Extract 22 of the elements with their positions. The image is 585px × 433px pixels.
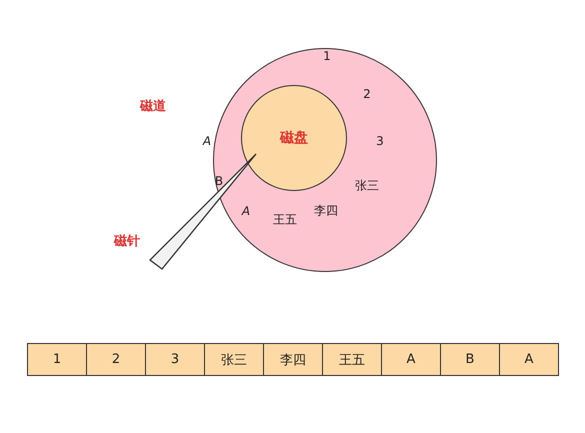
data-letter: A (242, 204, 250, 218)
name-text: 张三 (355, 178, 379, 194)
name-text: 王五 (273, 212, 297, 228)
disk-platter: 磁盘 (241, 85, 347, 191)
data-cell: A (381, 343, 441, 376)
needle-label: 磁针 (114, 233, 140, 250)
track-label: 磁道 (140, 98, 166, 115)
data-cell: B (440, 343, 500, 376)
data-letter: B (214, 174, 224, 188)
track-number: 2 (363, 87, 371, 101)
name-text: 李四 (314, 202, 338, 220)
data-cell: 李四 (263, 343, 323, 376)
data-letter: A (202, 134, 212, 148)
data-cell: A (499, 343, 559, 376)
data-cell: 2 (86, 343, 146, 376)
data-cell: 1 (27, 343, 87, 376)
data-cell: 王五 (322, 343, 382, 376)
track-number: 3 (376, 134, 384, 148)
needle-pointer (148, 152, 258, 272)
track-number: 1 (323, 49, 331, 63)
data-cell: 3 (145, 343, 205, 376)
data-cell: 张三 (204, 343, 264, 376)
